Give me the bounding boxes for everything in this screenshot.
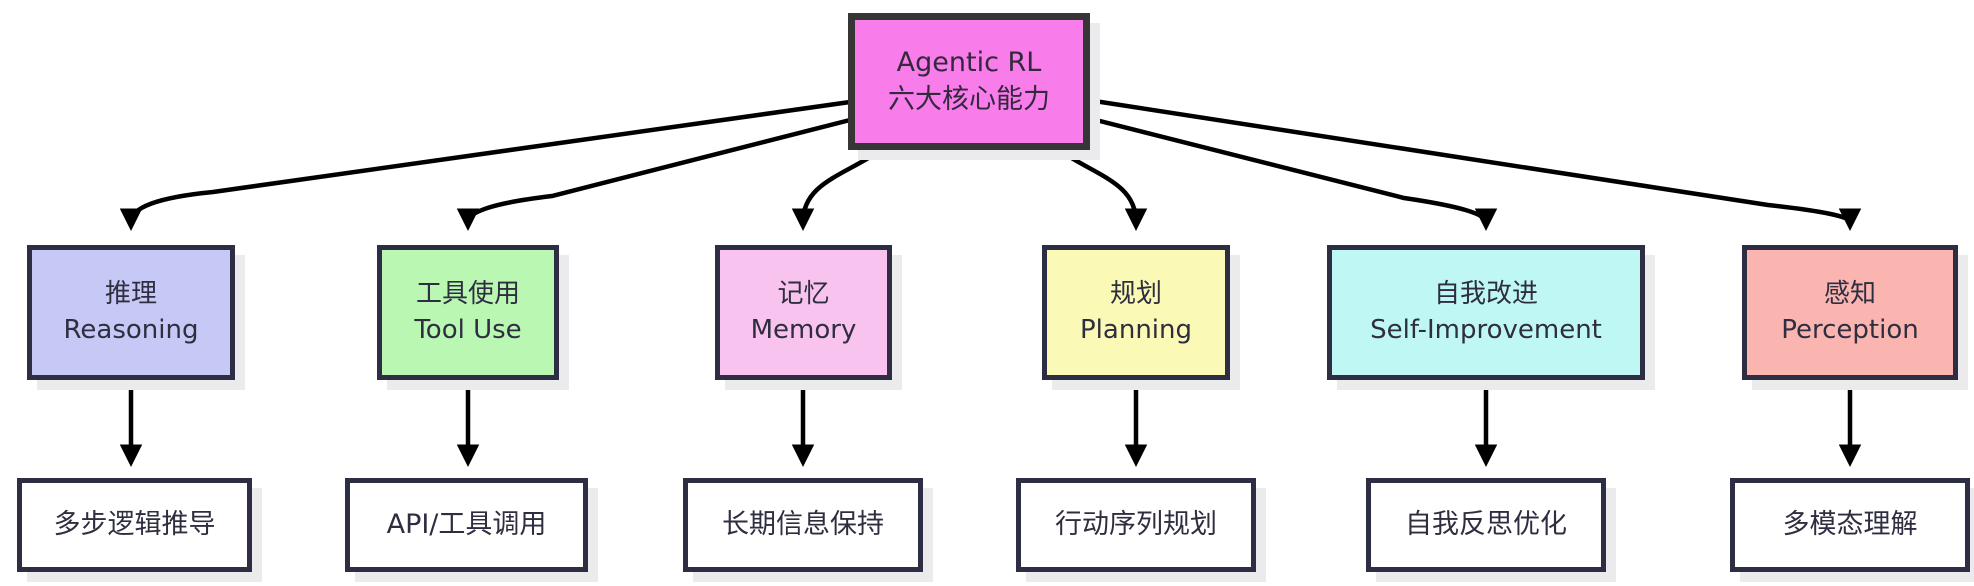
edge-root-selfimprovement: [1085, 115, 1498, 231]
node-label-en: Tool Use: [414, 314, 522, 345]
node-planning: 规划 Planning: [1042, 245, 1230, 380]
detail-label: 长期信息保持: [722, 508, 884, 540]
root-title-en: Agentic RL: [896, 47, 1042, 79]
edge-root-memory: [791, 149, 881, 231]
node-planning-detail: 行动序列规划: [1016, 478, 1256, 572]
root-title-zh: 六大核心能力: [888, 83, 1050, 115]
node-label-en: Memory: [750, 314, 857, 345]
node-label-en: Perception: [1781, 314, 1919, 345]
node-memory: 记忆 Memory: [715, 245, 892, 380]
node-label-en: Reasoning: [63, 314, 199, 345]
node-perception-detail: 多模态理解: [1730, 478, 1970, 572]
node-tool-use-detail: API/工具调用: [345, 478, 588, 572]
detail-label: 多模态理解: [1782, 508, 1918, 540]
node-label-en: Planning: [1080, 314, 1192, 345]
node-label-zh: 工具使用: [415, 279, 520, 310]
edge-root-planning: [1059, 149, 1148, 231]
node-reasoning: 推理 Reasoning: [27, 245, 235, 380]
node-label-zh: 记忆: [777, 279, 830, 310]
node-self-improvement: 自我改进 Self-Improvement: [1327, 245, 1645, 380]
node-label-zh: 感知: [1823, 279, 1876, 310]
node-label-zh: 推理: [104, 279, 157, 310]
node-tool-use: 工具使用 Tool Use: [377, 245, 559, 380]
detail-label: 行动序列规划: [1055, 508, 1217, 540]
edge-root-perception: [1085, 97, 1862, 231]
node-self-improvement-detail: 自我反思优化: [1366, 478, 1606, 572]
node-label-zh: 自我改进: [1433, 279, 1538, 310]
detail-label: API/工具调用: [386, 508, 547, 540]
node-label-en: Self-Improvement: [1370, 314, 1602, 345]
detail-label: 自我反思优化: [1405, 508, 1567, 540]
node-reasoning-detail: 多步逻辑推导: [17, 478, 252, 572]
edge-root-reasoning: [119, 99, 853, 231]
node-perception: 感知 Perception: [1742, 245, 1958, 380]
node-label-zh: 规划: [1109, 279, 1162, 310]
node-root: Agentic RL 六大核心能力: [848, 13, 1090, 150]
edge-root-tooluse: [456, 117, 853, 231]
node-memory-detail: 长期信息保持: [683, 478, 923, 572]
detail-label: 多步逻辑推导: [53, 508, 216, 540]
